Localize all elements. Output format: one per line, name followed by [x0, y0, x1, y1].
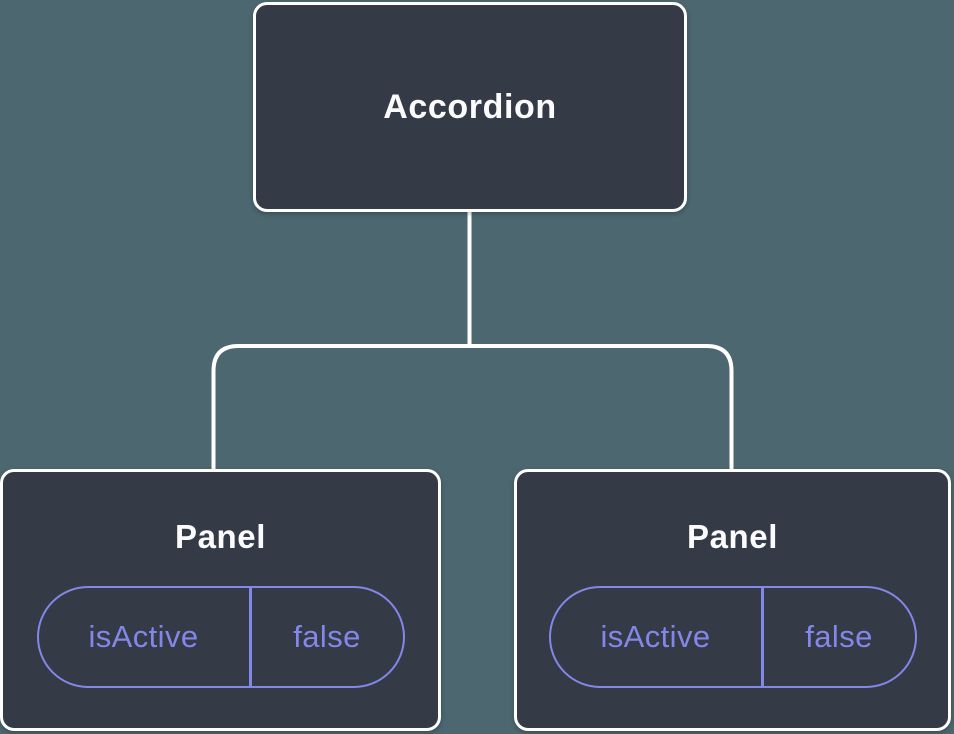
state-value: false	[293, 619, 361, 654]
panel-node-right: Panel isActive false	[514, 469, 951, 731]
panel-node-left: Panel isActive false	[0, 469, 441, 731]
accordion-node: Accordion	[253, 2, 687, 212]
connector-branch	[211, 344, 734, 470]
panel-node-label: Panel	[686, 518, 779, 555]
state-key: isActive	[551, 588, 764, 686]
accordion-node-label: Accordion	[383, 87, 557, 126]
state-key: isActive	[39, 588, 252, 686]
state-value: false	[805, 619, 873, 654]
state-pill: isActive false	[36, 586, 405, 688]
state-pill: isActive false	[548, 586, 917, 688]
panel-node-label: Panel	[174, 518, 267, 555]
